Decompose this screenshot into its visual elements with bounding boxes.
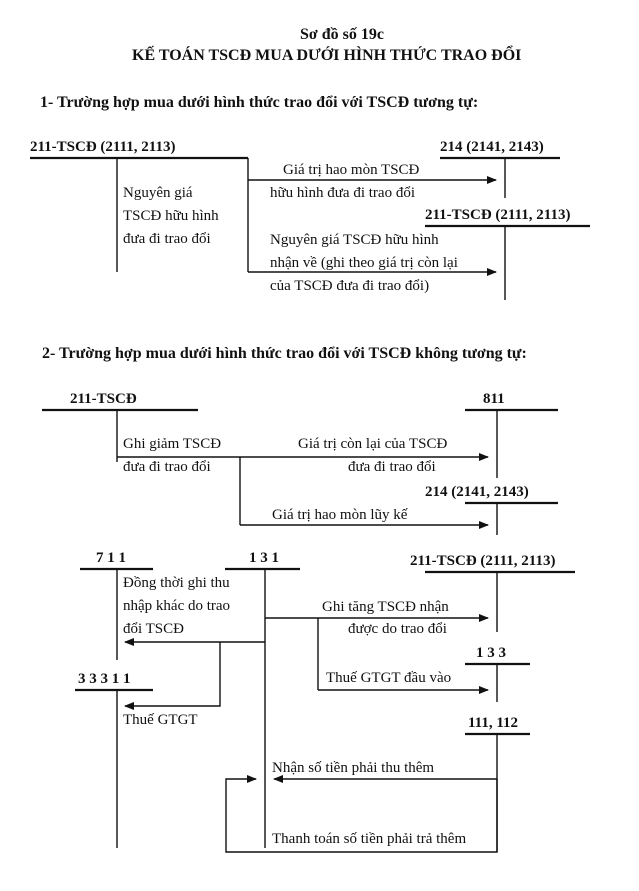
section1-heading: 1- Trường hợp mua dưới hình thức trao đổ… [40, 94, 479, 111]
account-211-recv-label: 211-TSCĐ (2111, 2113) [410, 553, 556, 569]
account-131-label: 1 3 1 [249, 550, 279, 566]
note-decrease-1: Ghi giảm TSCĐ [123, 436, 222, 452]
account-211-label: 211-TSCĐ (2111, 2113) [30, 139, 176, 155]
flow2-line2: nhận về (ghi theo giá trị còn lại [270, 255, 458, 271]
flow-133: Thuế GTGT đầu vào [326, 670, 452, 686]
diagram-number: Sơ đồ số 19c [300, 26, 384, 43]
note-33311: Thuế GTGT [123, 712, 198, 728]
flow2-line3: của TSCĐ đưa đi trao đổi) [270, 278, 430, 294]
flow2-line1: Nguyên giá TSCĐ hữu hình [270, 232, 439, 248]
account-211-s2-label: 211-TSCĐ [70, 391, 137, 407]
account-811-label: 811 [483, 391, 505, 407]
section2-heading: 2- Trường hợp mua dưới hình thức trao đổ… [42, 345, 527, 362]
flow-211-line2: được do trao đổi [348, 621, 447, 637]
flow-pay-additional: Thanh toán số tiền phải trả thêm [272, 831, 467, 847]
flow1-line2: hữu hình đưa đi trao đổi [270, 185, 415, 201]
account-214-label: 214 (2141, 2143) [440, 139, 544, 155]
account-133-label: 1 3 3 [476, 645, 506, 661]
note-711-line2: nhập khác do trao [123, 598, 231, 614]
account-111-label: 111, 112 [468, 715, 519, 731]
arrow-to-33311 [124, 642, 221, 710]
arrow-pay-loop [225, 775, 498, 853]
note-original-cost-2: TSCĐ hữu hình [123, 208, 219, 224]
diagram-title: KẾ TOÁN TSCĐ MUA DƯỚI HÌNH THỨC TRAO ĐỔI [132, 47, 522, 64]
note-original-cost-1: Nguyên giá [123, 185, 193, 201]
flow-211-line1: Ghi tăng TSCĐ nhận [322, 599, 449, 615]
account-33311-label: 3 3 3 1 1 [78, 671, 131, 687]
account-214-s2-label: 214 (2141, 2143) [425, 484, 529, 500]
note-711-line3: đổi TSCĐ [123, 621, 184, 637]
flow-811-line2: đưa đi trao đổi [348, 459, 436, 475]
flow-receive-additional: Nhận số tiền phải thu thêm [272, 760, 435, 776]
note-decrease-2: đưa đi trao đổi [123, 459, 211, 475]
note-711-line1: Đồng thời ghi thu [123, 575, 230, 591]
flow-214-s2: Giá trị hao mòn lũy kế [272, 507, 408, 523]
account-211-right-label: 211-TSCĐ (2111, 2113) [425, 207, 571, 223]
flow1-line1: Giá trị hao mòn TSCĐ [283, 162, 420, 178]
flow-811-line1: Giá trị còn lại của TSCĐ [298, 436, 448, 452]
note-original-cost-3: đưa đi trao đổi [123, 231, 211, 247]
account-711-label: 7 1 1 [96, 550, 126, 566]
